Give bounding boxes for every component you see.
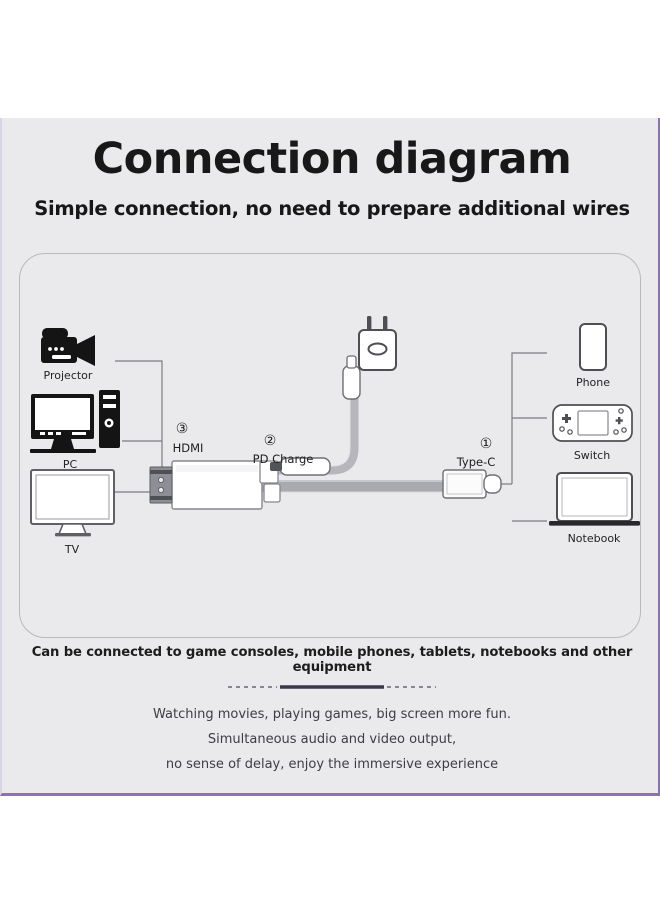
source-label-pc: PC [63, 458, 78, 471]
game-console-icon [552, 404, 633, 442]
television-icon [30, 469, 115, 537]
wall-charger-icon [358, 316, 397, 371]
laptop-icon [549, 472, 640, 526]
compatibility-caption: Can be connected to game consoles, mobil… [31, 645, 633, 675]
section-divider [228, 685, 436, 689]
hdmi-plug [149, 466, 173, 504]
pd-branch-cable [265, 394, 359, 475]
charger-usbc-plug [342, 355, 361, 400]
output-bracket [501, 352, 547, 522]
hdmi-adapter-body [171, 460, 263, 510]
product-info-panel: Connection diagram Simple connection, no… [0, 118, 660, 796]
port-badge-type-c: ① [480, 436, 493, 452]
pd-male-plug [270, 457, 331, 476]
source-label-projector: Projector [44, 369, 93, 382]
port-label-pd-charge: PD Charge [253, 452, 314, 466]
page-title: Connection diagram [92, 134, 572, 184]
connection-diagram: Projector PC TV [30, 316, 640, 556]
source-label-tv: TV [64, 543, 80, 556]
tagline-line-2: Simultaneous audio and video output, [207, 732, 457, 747]
port-badge-pd-charge: ② [264, 433, 277, 449]
port-label-hdmi: HDMI [173, 441, 204, 455]
type-c-connector-body [442, 469, 502, 499]
pd-charge-port-body [259, 460, 281, 503]
connection-diagram-container [19, 253, 641, 638]
main-cable [260, 480, 446, 493]
desktop-computer-icon [30, 390, 120, 453]
output-label-notebook: Notebook [568, 532, 621, 545]
port-badge-hdmi: ③ [176, 421, 189, 437]
page-subtitle: Simple connection, no need to prepare ad… [34, 197, 630, 220]
output-label-switch: Switch [574, 449, 610, 462]
tagline-line-1: Watching movies, playing games, big scre… [153, 707, 511, 722]
tagline-line-3: no sense of delay, enjoy the immersive e… [165, 757, 499, 772]
output-label-phone: Phone [576, 376, 610, 389]
port-label-type-c: Type-C [456, 455, 496, 469]
smartphone-icon [579, 323, 607, 371]
projector-icon [41, 328, 95, 366]
